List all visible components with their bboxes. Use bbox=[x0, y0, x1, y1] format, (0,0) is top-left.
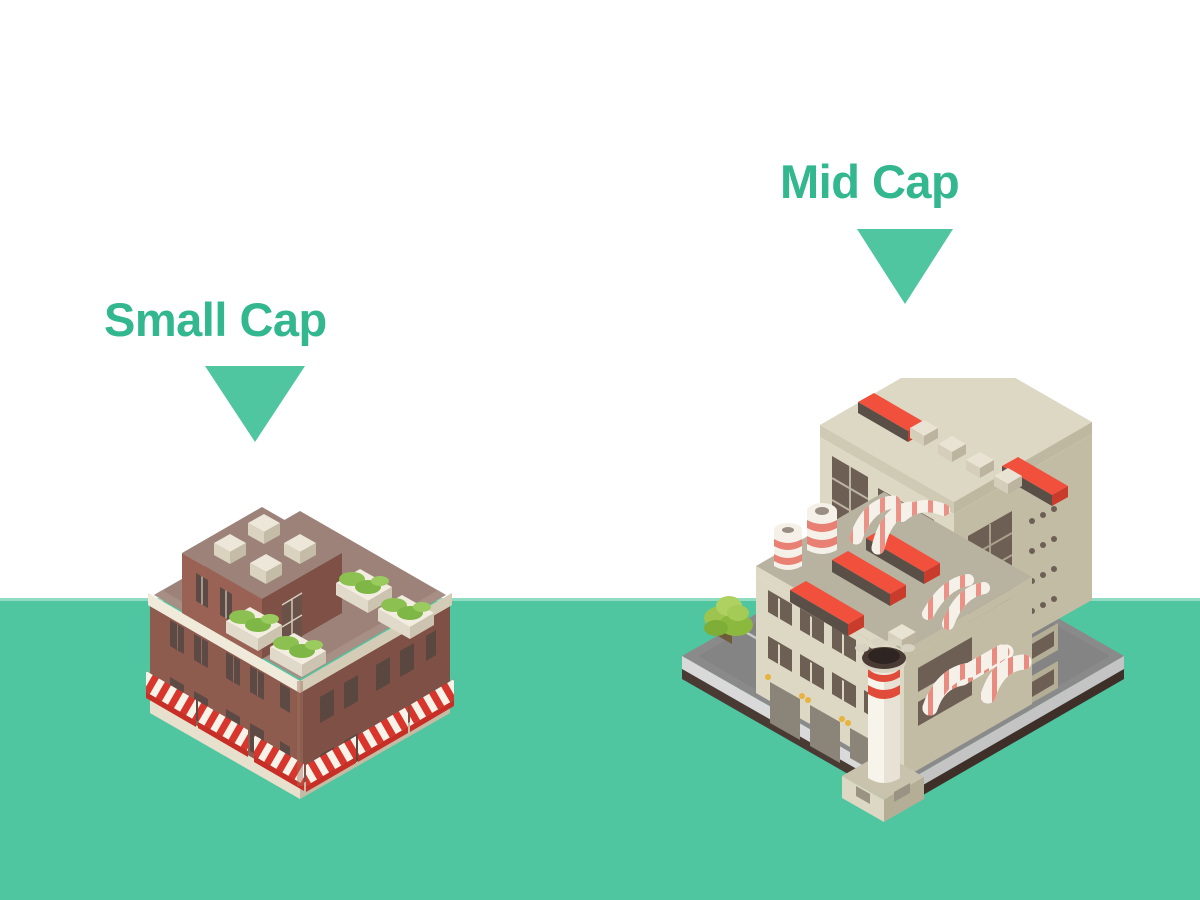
garage-door bbox=[770, 682, 800, 740]
chimney bbox=[842, 638, 924, 822]
shop-awning bbox=[146, 671, 196, 727]
roof-pipes-2 bbox=[922, 574, 990, 630]
small-cap-label: Small Cap bbox=[104, 293, 327, 346]
ac-unit bbox=[250, 554, 282, 584]
silo bbox=[807, 503, 837, 554]
roof-planter bbox=[270, 633, 326, 677]
horizon-highlight bbox=[0, 598, 1200, 601]
shop-awning bbox=[198, 701, 248, 757]
shop-awning bbox=[410, 679, 454, 732]
shop-awning bbox=[254, 735, 304, 791]
tree bbox=[704, 596, 753, 644]
roof-planter bbox=[336, 569, 392, 613]
mid-cap-label: Mid Cap bbox=[780, 155, 960, 208]
small-cap-building bbox=[140, 445, 460, 845]
mid-cap-building bbox=[672, 378, 1132, 828]
silo bbox=[774, 523, 802, 570]
ac-unit bbox=[994, 468, 1022, 494]
corner-edge bbox=[297, 681, 303, 786]
small-cap-arrow-icon bbox=[205, 366, 305, 442]
roof-vent bbox=[832, 551, 906, 606]
ac-unit bbox=[910, 420, 938, 446]
mid-cap-arrow-icon bbox=[857, 229, 953, 304]
roof-planter bbox=[378, 595, 434, 639]
roof-pipes bbox=[849, 495, 950, 555]
garage-door bbox=[810, 705, 840, 763]
ac-unit bbox=[248, 514, 280, 544]
ac-unit bbox=[938, 436, 966, 462]
ground-pipes bbox=[922, 644, 1032, 716]
ac-unit bbox=[214, 534, 246, 564]
ac-unit bbox=[284, 534, 316, 564]
roof-planter bbox=[226, 607, 282, 651]
shop-awning bbox=[306, 736, 356, 792]
main-body-left-face bbox=[150, 595, 300, 785]
shop-awning bbox=[358, 706, 408, 762]
roof-vent bbox=[790, 581, 864, 636]
ac-unit bbox=[966, 452, 994, 478]
